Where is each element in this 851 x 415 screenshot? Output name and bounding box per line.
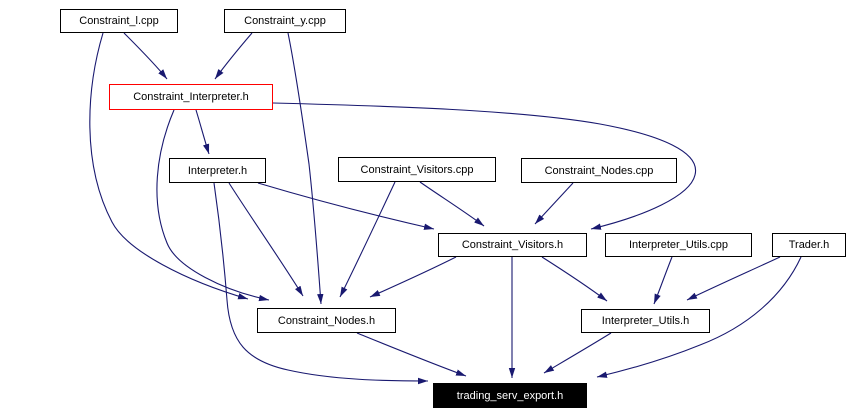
- edge-constraint-visitors-h-to-interpreter-utils-h: [541, 256, 608, 302]
- edge-constraint-nodes-h-to-trading-serv-export-h: [356, 332, 467, 377]
- node-constraint-visitors-cpp[interactable]: Constraint_Visitors.cpp: [338, 157, 496, 182]
- edge-constraint-nodes-cpp-to-constraint-visitors-h: [534, 182, 574, 225]
- edge-constraint-y-cpp-to-constraint-nodes-h: [287, 32, 324, 305]
- node-interpreter-utils-cpp[interactable]: Interpreter_Utils.cpp: [605, 233, 752, 257]
- edge-constraint-interpreter-h-to-constraint-nodes-h: [156, 109, 270, 302]
- edge-constraint-l-cpp-to-constraint-nodes-h: [89, 32, 249, 300]
- edge-interpreter-h-to-constraint-nodes-h: [228, 182, 304, 297]
- edge-constraint-visitors-cpp-to-constraint-nodes-h: [339, 181, 396, 298]
- edge-constraint-interpreter-h-to-constraint-visitors-h: [272, 102, 697, 230]
- node-interpreter-h[interactable]: Interpreter.h: [169, 158, 266, 183]
- node-constraint-nodes-h[interactable]: Constraint_Nodes.h: [257, 308, 396, 333]
- edge-constraint-visitors-cpp-to-constraint-visitors-h: [419, 181, 485, 227]
- edge-interpreter-h-to-trading-serv-export-h: [213, 182, 429, 385]
- node-constraint-y-cpp[interactable]: Constraint_y.cpp: [224, 9, 346, 33]
- edge-interpreter-h-to-constraint-visitors-h: [257, 182, 435, 230]
- node-constraint-nodes-cpp[interactable]: Constraint_Nodes.cpp: [521, 158, 677, 183]
- edge-interpreter-utils-cpp-to-interpreter-utils-h: [653, 256, 673, 305]
- edge-trader-h-to-trading-serv-export-h: [596, 256, 802, 378]
- edge-trader-h-to-interpreter-utils-h: [686, 256, 781, 301]
- node-trader-h[interactable]: Trader.h: [772, 233, 846, 257]
- node-interpreter-utils-h[interactable]: Interpreter_Utils.h: [581, 309, 710, 333]
- edge-constraint-visitors-h-to-constraint-nodes-h: [369, 256, 457, 298]
- edge-constraint-l-cpp-to-constraint-interpreter-h: [123, 32, 168, 80]
- edge-interpreter-utils-h-to-trading-serv-export-h: [543, 332, 612, 374]
- edge-constraint-interpreter-h-to-interpreter-h: [195, 109, 210, 155]
- node-constraint-interpreter-h[interactable]: Constraint_Interpreter.h: [109, 84, 273, 110]
- node-trading-serv-export-h: trading_serv_export.h: [433, 383, 587, 408]
- node-constraint-l-cpp[interactable]: Constraint_l.cpp: [60, 9, 178, 33]
- node-constraint-visitors-h[interactable]: Constraint_Visitors.h: [438, 233, 587, 257]
- edge-constraint-y-cpp-to-constraint-interpreter-h: [214, 32, 253, 80]
